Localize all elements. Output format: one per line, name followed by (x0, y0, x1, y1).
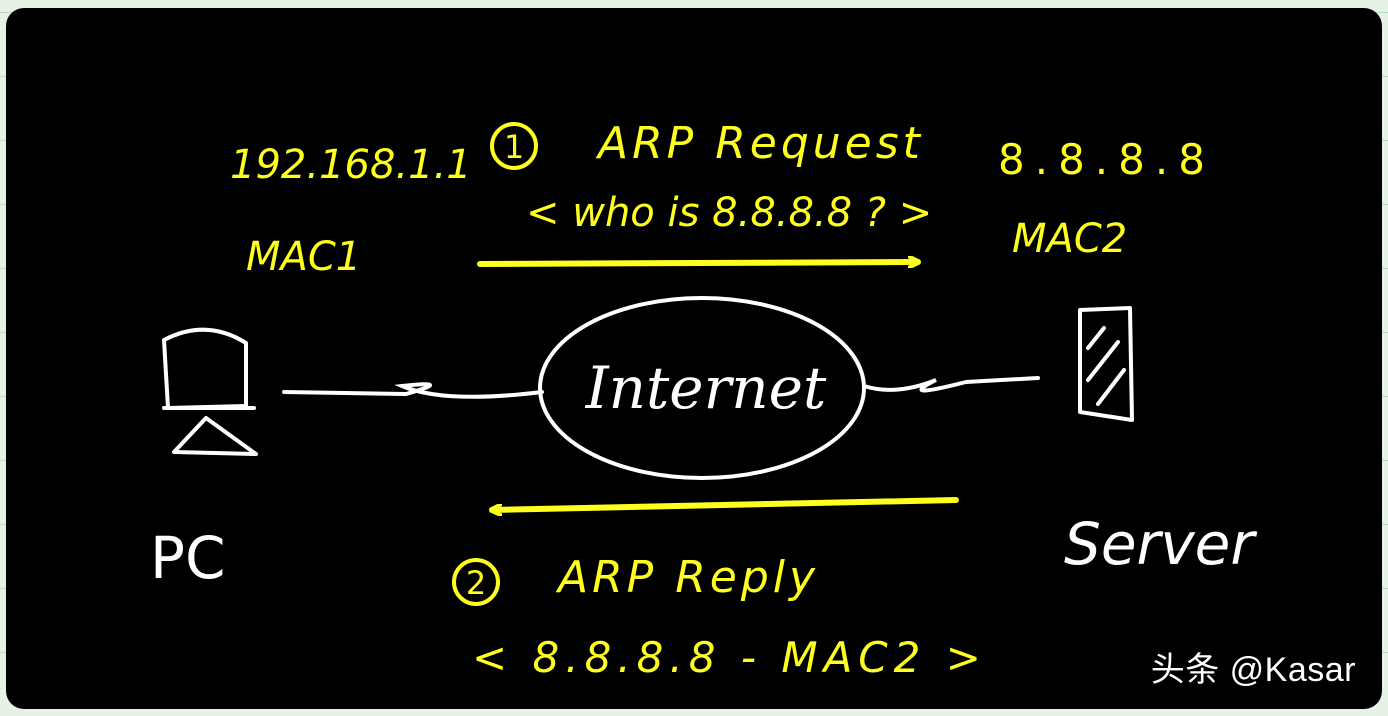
arp-request-title: ARP Request (595, 118, 924, 169)
pc-label: PC (150, 524, 225, 592)
internet-label: Internet (585, 354, 827, 422)
arp-request-message: < who is 8.8.8.8 ? > (526, 190, 932, 236)
arp-reply-title: ARP Reply (555, 552, 819, 603)
step-1-marker: 1 (490, 122, 538, 170)
server-link-line (862, 376, 1040, 393)
server-ip-address: 8.8.8.8 (998, 135, 1215, 184)
pc-ip-address: 192.168.1.1 (230, 142, 472, 188)
server-icon (1078, 306, 1134, 422)
arp-diagram: Internet 192.168.1.1 MAC1 PC 8.8.8.8 MAC… (150, 118, 1257, 682)
reply-arrow (489, 497, 959, 510)
server-label: Server (1064, 510, 1257, 578)
svg-text:2: 2 (466, 564, 486, 602)
pc-mac-address: MAC1 (246, 234, 361, 280)
server-mac-address: MAC2 (1012, 216, 1127, 262)
request-arrow (477, 262, 921, 264)
arp-reply-message: < 8.8.8.8 - MAC2 > (472, 633, 987, 682)
pc-link-line (282, 382, 544, 399)
whiteboard: Internet 192.168.1.1 MAC1 PC 8.8.8.8 MAC… (6, 8, 1382, 709)
pc-computer-icon (162, 327, 258, 456)
svg-text:1: 1 (504, 128, 524, 166)
step-2-marker: 2 (452, 558, 500, 606)
watermark: 头条 @Kasar (1150, 651, 1356, 689)
